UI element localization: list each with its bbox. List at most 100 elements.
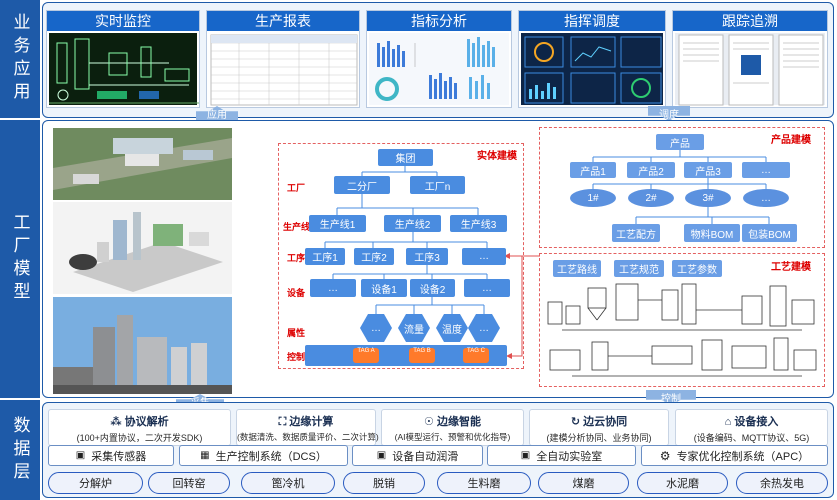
node-device-more-2: …: [464, 279, 510, 297]
lubrication-icon: ▣: [376, 450, 387, 461]
sensor-icon: ▣: [75, 450, 86, 461]
system-label: 设备自动润滑: [392, 450, 459, 463]
level-label-device: 设备: [287, 288, 306, 298]
process-monitor-screenshot: [49, 33, 199, 105]
level-label-factory: 工厂: [287, 183, 306, 193]
system-label: 采集传感器: [91, 450, 147, 463]
node-process-route: 工艺路线: [553, 260, 601, 277]
node-bom-material: 物料BOM: [684, 224, 740, 242]
lab-icon: ▣: [520, 450, 531, 461]
capability-sub: (设备编码、MQTT协议、5G): [693, 433, 810, 443]
node-device-2: 设备2: [410, 279, 455, 297]
system-lab: ▣ 全自动实验室: [487, 445, 636, 466]
node-product-1: 产品1: [570, 162, 616, 178]
node-line-3: 生产线3: [450, 215, 507, 232]
entity-model-label: 实体建模: [477, 151, 517, 162]
level-label-attr: 属性: [287, 328, 306, 338]
attr-hex-more-2: …: [468, 314, 500, 342]
node-grade-more: …: [743, 189, 789, 207]
equipment-cement-mill: 水泥磨: [637, 472, 728, 494]
app-card-monitor[interactable]: 实时监控: [46, 10, 200, 108]
capability-device-access: ⌂ 设备接入 (设备编码、MQTT协议、5G): [675, 409, 828, 446]
node-factory-1: 二分厂: [334, 176, 390, 194]
equipment-coal-mill: 煤磨: [538, 472, 629, 494]
process-model-frame: [539, 253, 825, 387]
capability-edge-cloud: ↻ 边云协同 (建模分析协同、业务协同): [529, 409, 669, 446]
level-label-process: 工序: [287, 253, 306, 263]
dispatch-arrow: 调度: [648, 106, 690, 121]
dashboard-screenshot: [521, 33, 663, 105]
equipment-rotary-kiln: 回转窑: [148, 472, 230, 494]
cement-plant-photo: [53, 297, 232, 394]
system-dcs: ▦ 生产控制系统（DCS）: [179, 445, 348, 466]
app-card-analysis[interactable]: 指标分析: [366, 10, 512, 108]
level-label-line: 生产线: [283, 222, 311, 232]
app-title: 生产报表: [207, 11, 359, 31]
attr-hex-flow: 流量: [398, 314, 430, 342]
layer-label-factory: 工厂模型: [0, 120, 40, 398]
system-sensor: ▣ 采集传感器: [48, 445, 174, 466]
node-line-1: 生产线1: [309, 215, 366, 232]
node-device-1: 设备1: [361, 279, 407, 297]
document-screenshot: [675, 33, 825, 106]
capability-title: ⛶ 边缘计算: [278, 416, 334, 428]
node-line-2: 生产线2: [384, 215, 441, 232]
tag-c: TAG C: [463, 348, 489, 363]
system-label: 生产控制系统（DCS）: [215, 450, 327, 463]
capability-protocol: ⁂ 协议解析 (100+内置协议，二次开发SDK): [48, 409, 231, 446]
node-product-more: …: [742, 162, 790, 178]
system-label: 专家优化控制系统（APC）: [676, 450, 810, 463]
capability-title: ↻ 边云协同: [570, 416, 628, 428]
edge-compute-icon: ⛶: [278, 416, 290, 428]
app-title: 实时监控: [47, 11, 199, 31]
app-title: 指挥调度: [519, 11, 665, 31]
system-apc: ⚙ 专家优化控制系统（APC）: [641, 445, 828, 466]
app-card-dispatch[interactable]: 指挥调度: [518, 10, 666, 108]
report-table-screenshot: [209, 33, 358, 106]
system-label: 全自动实验室: [536, 450, 603, 463]
node-bom-recipe: 工艺配方: [612, 224, 660, 242]
capability-title: ⁂ 协议解析: [110, 416, 169, 428]
node-process-spec: 工艺规范: [614, 260, 664, 277]
cloud-sync-icon: ↻: [570, 416, 584, 428]
factory-3d-model-image: [53, 202, 232, 294]
app-card-trace[interactable]: 跟踪追溯: [672, 10, 828, 108]
equipment-waste-heat: 余热发电: [736, 472, 828, 494]
attr-hex-more-1: …: [360, 314, 392, 342]
product-model-label: 产品建模: [771, 135, 811, 146]
node-grade-1: 1#: [570, 189, 616, 207]
node-process-param: 工艺参数: [672, 260, 722, 277]
equipment-denitration: 脱销: [343, 472, 425, 494]
node-process-1: 工序1: [305, 248, 345, 265]
app-title: 跟踪追溯: [673, 11, 827, 31]
capability-title: ☉ 边缘智能: [424, 416, 481, 428]
node-grade-3: 3#: [685, 189, 731, 207]
node-grade-2: 2#: [628, 189, 674, 207]
dcs-icon: ▦: [200, 450, 210, 461]
capability-sub: (100+内置协议，二次开发SDK): [76, 433, 203, 443]
equipment-calciner: 分解炉: [48, 472, 143, 494]
tag-b: TAG B: [409, 348, 435, 363]
bar-chart-screenshot: [369, 33, 509, 105]
gear-icon: ⚙: [659, 448, 671, 463]
capability-sub: (建模分析协同、业务协同): [546, 433, 652, 443]
node-factory-n: 工厂n: [410, 176, 465, 194]
product-model-frame: [539, 127, 825, 248]
app-card-report[interactable]: 生产报表: [206, 10, 360, 108]
tag-a: TAG A: [353, 348, 379, 363]
node-process-more: …: [462, 248, 506, 265]
app-title: 指标分析: [367, 11, 511, 31]
capability-title: ⌂ 设备接入: [724, 416, 779, 428]
equipment-raw-mill: 生料磨: [437, 472, 531, 494]
node-process-2: 工序2: [354, 248, 394, 265]
equipment-grate-cooler: 篦冷机: [241, 472, 335, 494]
node-product-root: 产品: [656, 134, 704, 150]
system-lubrication: ▣ 设备自动润滑: [352, 445, 483, 466]
brain-icon: ☉: [424, 416, 437, 428]
capability-edge-ai: ☉ 边缘智能 (AI模型运行、预警和优化指导): [381, 409, 524, 446]
capability-edge-compute: ⛶ 边缘计算 (数据清洗、数据质量评价、二次计算): [236, 409, 379, 446]
node-device-more-1: …: [310, 279, 356, 297]
control-bar: TAG A TAG B TAG C: [305, 345, 507, 366]
layer-label-data: 数据层: [0, 400, 40, 500]
node-bom-package: 包装BOM: [742, 224, 797, 242]
